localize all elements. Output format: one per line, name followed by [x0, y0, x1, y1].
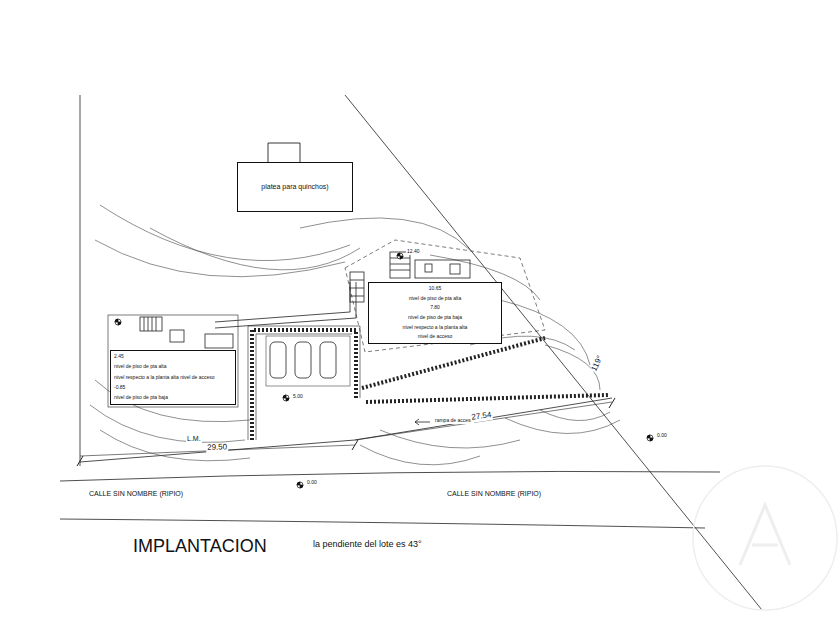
- street-name: CALLE SIN NOMBRE (RIPIO): [88, 490, 184, 498]
- plan-note: nivel de acceso: [418, 334, 452, 340]
- house-box: 10.65 nivel de piso de pta alta 7.80 nivel …: [368, 282, 502, 344]
- plan-note: nivel de piso de pta baja: [114, 395, 168, 401]
- plan-note: nivel respecto a la planta alta nivel de…: [114, 375, 215, 381]
- dimension: 29.50: [206, 443, 228, 453]
- plan-note: nivel de piso de pta baja: [408, 315, 462, 321]
- drawing-title: IMPLANTACION: [133, 537, 267, 555]
- slab-box: platea para quinchos): [237, 162, 353, 212]
- street-name: CALLE SIN NOMBRE (RIPIO): [446, 490, 542, 498]
- level-mark: 0.00: [656, 433, 668, 439]
- plan-note: nivel respecto a la planta alta: [403, 325, 468, 331]
- plan-note: nivel de piso de pta alta: [409, 296, 462, 302]
- plan-note: 2.45: [114, 354, 124, 360]
- dimension: 27.54: [470, 411, 493, 423]
- angle-mark: 119°: [590, 354, 606, 374]
- level-mark: 5.00: [292, 394, 304, 400]
- plan-note: -0.85: [114, 385, 125, 391]
- plan-note: nivel de piso de pta alta: [114, 364, 167, 370]
- plan-note: 7.80: [430, 305, 440, 311]
- line-label: L.M.: [186, 435, 202, 443]
- slope-note: la pendiente del lote es 43°: [312, 540, 423, 550]
- plan-note: 10.65: [429, 286, 442, 292]
- level-mark: 12.40: [406, 249, 421, 255]
- plan-note: platea para quinchos): [261, 183, 328, 191]
- level-mark: 0.00: [306, 480, 318, 486]
- house-box: 2.45 nivel de piso de pta alta nivel respe…: [110, 350, 236, 405]
- ramp-note: rampa de acceso: [434, 418, 474, 424]
